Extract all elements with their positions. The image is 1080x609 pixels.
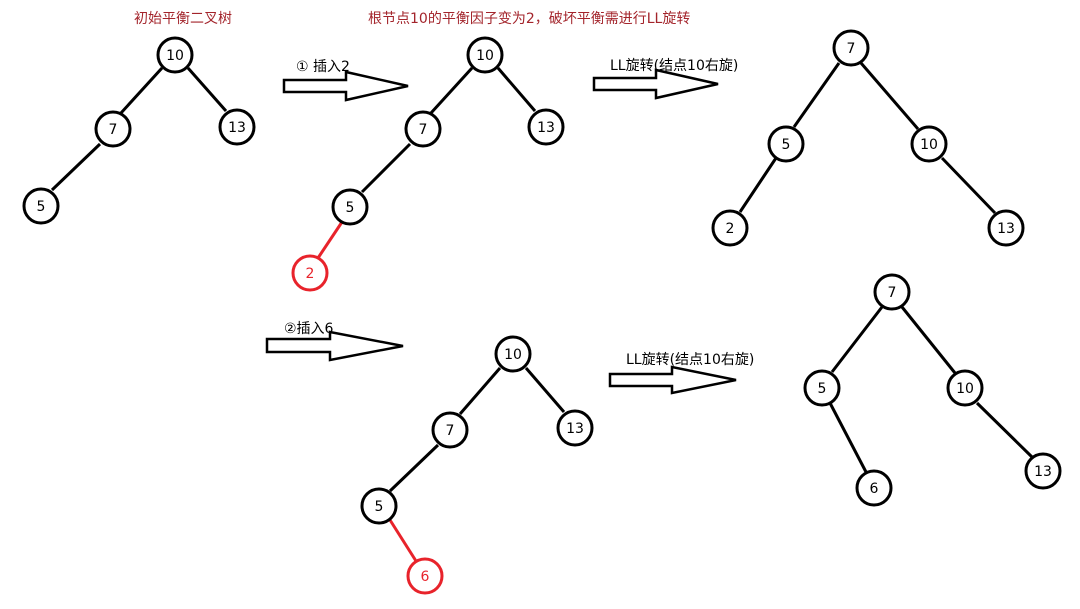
arrow-rotate-2 <box>608 365 737 395</box>
node-label: 6 <box>870 481 879 497</box>
edge-5-6 <box>388 519 418 562</box>
label-rotate-2: LL旋转(结点10右旋) <box>626 352 755 368</box>
node-6-new: 6 <box>406 557 444 595</box>
edge-5-6 <box>828 402 868 473</box>
node-label: 13 <box>537 120 555 136</box>
label-insert-6: ②插入6 <box>284 321 334 337</box>
arrow-insert-2 <box>282 70 409 102</box>
node-label: 13 <box>1034 464 1052 480</box>
node-label: 13 <box>566 421 584 437</box>
edge-10-13 <box>940 156 997 215</box>
node-7: 7 <box>431 411 469 449</box>
node-13: 13 <box>1024 452 1062 490</box>
node-10: 10 <box>466 36 504 74</box>
node-label: 10 <box>920 137 938 153</box>
node-label: 10 <box>956 381 974 397</box>
edge-10-13 <box>496 67 537 112</box>
node-13: 13 <box>556 409 594 447</box>
title-initial-tree: 初始平衡二叉树 <box>134 11 232 27</box>
node-label: 10 <box>166 48 184 64</box>
node-5: 5 <box>331 188 369 226</box>
node-13: 13 <box>987 209 1025 247</box>
node-label: 5 <box>818 381 827 397</box>
node-label: 7 <box>888 285 897 301</box>
edge-5-2 <box>738 157 778 213</box>
node-label: 13 <box>997 221 1015 237</box>
edge-10-7 <box>458 367 502 415</box>
node-label: 6 <box>421 569 430 585</box>
node-label: 7 <box>847 41 856 57</box>
edge-5-2 <box>316 221 344 259</box>
node-label: 7 <box>109 122 118 138</box>
node-7: 7 <box>94 110 132 148</box>
tree-initial: 10 7 13 5 <box>22 36 256 225</box>
edge-7-10 <box>859 62 920 130</box>
edge-7-5 <box>792 62 841 128</box>
node-7: 7 <box>404 110 442 148</box>
edge-7-5 <box>388 443 440 493</box>
tree-rotated-2: 7 5 10 6 13 <box>803 273 1062 507</box>
edge-10-13 <box>186 67 228 112</box>
edge-10-7 <box>119 66 164 115</box>
node-13: 13 <box>527 108 565 146</box>
node-label: 5 <box>346 200 355 216</box>
node-label: 5 <box>375 499 384 515</box>
node-label: 2 <box>306 266 315 282</box>
node-label: 5 <box>37 199 46 215</box>
edge-7-5 <box>50 142 102 192</box>
tree-after-insert-2: 10 7 13 5 2 <box>291 36 565 292</box>
node-7: 7 <box>873 273 911 311</box>
node-10: 10 <box>946 369 984 407</box>
edge-7-5 <box>830 306 884 373</box>
tree-rotated-1: 7 5 10 2 13 <box>711 29 1025 247</box>
node-7: 7 <box>832 29 870 67</box>
title-imbalance-note: 根节点10的平衡因子变为2，破坏平衡需进行LL旋转 <box>368 11 691 27</box>
node-label: 7 <box>446 423 455 439</box>
tree-after-insert-6: 10 7 13 5 6 <box>360 335 594 595</box>
node-label: 7 <box>419 122 428 138</box>
node-5: 5 <box>360 487 398 525</box>
node-10: 10 <box>494 335 532 373</box>
node-5: 5 <box>22 187 60 225</box>
node-label: 2 <box>726 221 735 237</box>
arrow-rotate-1 <box>592 68 719 100</box>
node-10: 10 <box>156 36 194 74</box>
label-insert-2: ① 插入2 <box>296 59 350 75</box>
node-label: 10 <box>476 48 494 64</box>
edge-10-13 <box>975 401 1034 459</box>
edge-10-13 <box>524 367 566 413</box>
edge-7-10 <box>900 306 957 374</box>
node-10: 10 <box>910 125 948 163</box>
node-label: 5 <box>782 137 791 153</box>
node-13: 13 <box>218 108 256 146</box>
node-6: 6 <box>855 469 893 507</box>
edge-10-7 <box>429 66 474 115</box>
node-2-new: 2 <box>291 254 329 292</box>
node-label: 13 <box>228 120 246 136</box>
node-label: 10 <box>504 347 522 363</box>
arrow-insert-6 <box>265 330 404 362</box>
node-5: 5 <box>803 369 841 407</box>
label-rotate-1: LL旋转(结点10右旋) <box>610 58 739 74</box>
node-2: 2 <box>711 209 749 247</box>
edge-7-5 <box>360 142 412 194</box>
node-5: 5 <box>767 125 805 163</box>
